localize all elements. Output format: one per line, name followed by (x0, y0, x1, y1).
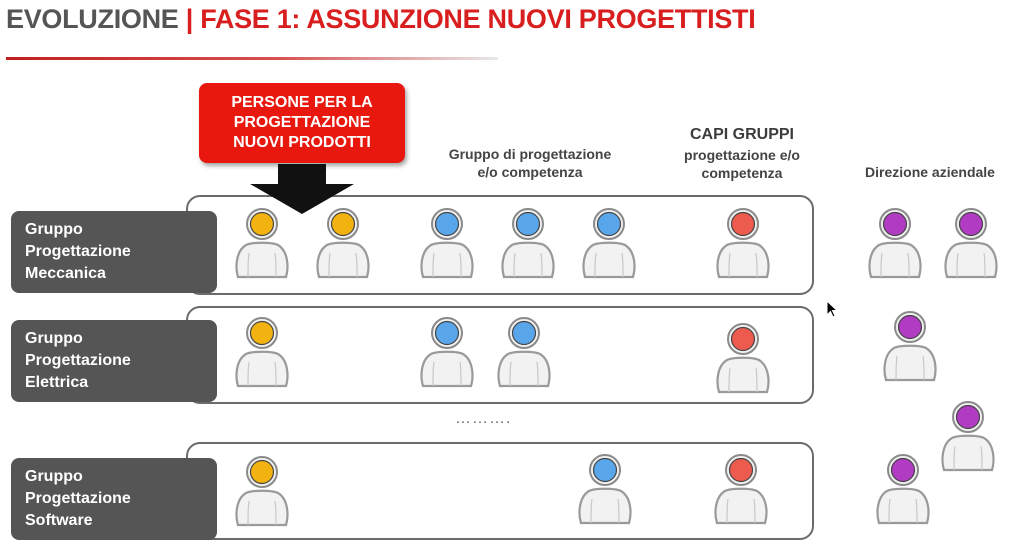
row-label-elettrica: Gruppo Progettazione Elettrica (11, 320, 217, 402)
person-direzione-icon (873, 453, 933, 528)
header-direzione: Direzione aziendale (845, 163, 1015, 181)
header-capi-title: CAPI GRUPPI (689, 126, 794, 143)
header-gruppo: Gruppo di progettazione e/o competenza (425, 145, 635, 181)
person-direzione-icon (941, 207, 1001, 282)
header-capi-line: competenza (701, 165, 783, 181)
person-direzione-icon (865, 207, 925, 282)
header-gruppo-line: e/o competenza (477, 164, 583, 180)
person-gruppo-icon (575, 453, 635, 528)
person-capi-icon (713, 207, 773, 282)
callout-line: NUOVI PRODOTTI (233, 134, 371, 151)
title-fase: FASE 1: ASSUNZIONE NUOVI PROGETTISTI (200, 4, 756, 34)
person-nuovi-icon (313, 207, 373, 282)
header-capi-line: progettazione e/o (684, 147, 800, 163)
title-separator: | (185, 4, 194, 34)
row-label-line: Meccanica (25, 265, 106, 282)
person-nuovi-icon (232, 316, 292, 391)
person-gruppo-icon (579, 207, 639, 282)
row-label-line: Progettazione (25, 490, 131, 507)
row-label-line: Software (25, 512, 93, 529)
row-label-line: Gruppo (25, 468, 83, 485)
person-nuovi-icon (232, 207, 292, 282)
row-label-line: Progettazione (25, 352, 131, 369)
mouse-pointer-icon (826, 300, 838, 318)
person-gruppo-icon (498, 207, 558, 282)
callout-line: PROGETTAZIONE (233, 114, 371, 131)
down-arrow-icon (250, 164, 354, 214)
title-underline (6, 57, 498, 60)
row-box-elettrica (186, 306, 814, 404)
row-box-meccanica (186, 195, 814, 295)
person-capi-icon (713, 322, 773, 397)
row-label-meccanica: Gruppo Progettazione Meccanica (11, 211, 217, 293)
person-gruppo-icon (417, 207, 477, 282)
title-evoluzione: EVOLUZIONE (6, 4, 179, 34)
header-gruppo-line: Gruppo di progettazione (448, 146, 612, 162)
person-direzione-icon (880, 310, 940, 385)
callout-nuovi-progettisti: PERSONE PER LA PROGETTAZIONE NUOVI PRODO… (199, 83, 405, 163)
page-title: EVOLUZIONE | FASE 1: ASSUNZIONE NUOVI PR… (6, 4, 756, 35)
person-direzione-icon (938, 400, 998, 475)
row-box-software (186, 442, 814, 540)
ellipsis-more-groups: ………. (455, 410, 512, 427)
callout-line: PERSONE PER LA (231, 94, 373, 111)
header-capi-gruppi: CAPI GRUPPI progettazione e/o competenza (662, 124, 822, 182)
person-gruppo-icon (494, 316, 554, 391)
row-label-software: Gruppo Progettazione Software (11, 458, 217, 540)
person-nuovi-icon (232, 455, 292, 530)
row-label-line: Progettazione (25, 243, 131, 260)
row-label-line: Gruppo (25, 330, 83, 347)
row-label-line: Elettrica (25, 374, 89, 391)
row-label-line: Gruppo (25, 221, 83, 238)
header-direzione-text: Direzione aziendale (865, 164, 995, 180)
person-capi-icon (711, 453, 771, 528)
person-gruppo-icon (417, 316, 477, 391)
